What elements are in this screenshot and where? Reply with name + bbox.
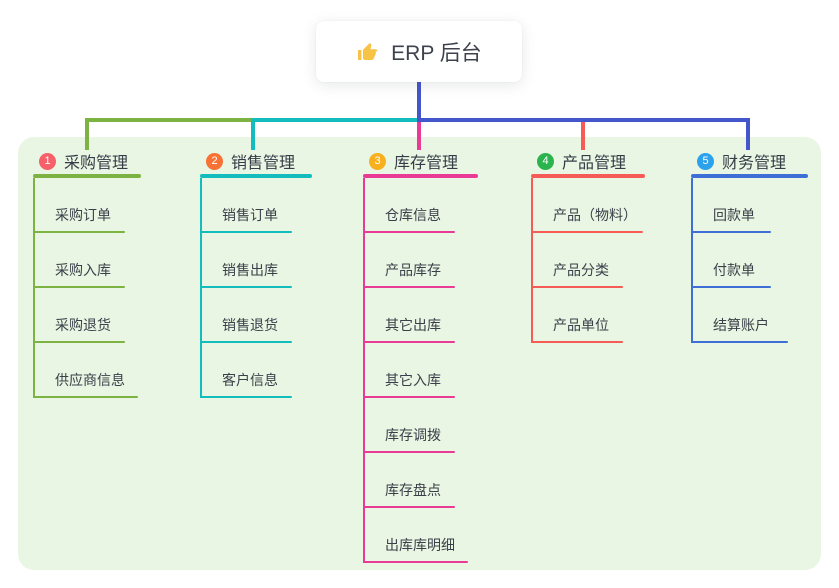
child-node[interactable]: 销售出库 <box>200 233 292 288</box>
child-label: 回款单 <box>713 207 755 223</box>
child-label: 其它出库 <box>385 317 441 333</box>
branch-product: 4 产品管理 产品（物料） 产品分类 产品单位 <box>531 148 645 343</box>
child-node[interactable]: 客户信息 <box>200 343 292 398</box>
connector-spine <box>33 178 35 398</box>
child-node[interactable]: 采购入库 <box>33 233 125 288</box>
child-label: 产品库存 <box>385 262 441 278</box>
child-node[interactable]: 其它出库 <box>363 288 455 343</box>
branch-title: 销售管理 <box>231 155 296 172</box>
branch-children: 产品（物料） 产品分类 产品单位 <box>531 178 645 343</box>
child-label: 出库库明细 <box>385 537 455 553</box>
branch-children: 采购订单 采购入库 采购退货 供应商信息 <box>33 178 141 398</box>
child-label: 产品（物料） <box>553 207 637 223</box>
child-node[interactable]: 销售退货 <box>200 288 292 343</box>
child-node[interactable]: 供应商信息 <box>33 343 138 398</box>
child-node[interactable]: 出库库明细 <box>363 508 468 563</box>
branch-topic-5[interactable]: 5 财务管理 <box>691 148 808 178</box>
child-node[interactable]: 结算账户 <box>691 288 788 343</box>
child-node[interactable]: 回款单 <box>691 178 771 233</box>
branch-finance: 5 财务管理 回款单 付款单 结算账户 <box>691 148 808 343</box>
branch-topic-1[interactable]: 1 采购管理 <box>33 148 141 178</box>
branch-number-badge: 4 <box>537 152 554 170</box>
child-label: 采购订单 <box>55 207 111 223</box>
branch-number-badge: 1 <box>39 152 56 170</box>
child-node[interactable]: 产品库存 <box>363 233 455 288</box>
child-label: 其它入库 <box>385 372 441 388</box>
child-label: 采购入库 <box>55 262 111 278</box>
child-label: 库存调拨 <box>385 427 441 443</box>
child-node[interactable]: 采购退货 <box>33 288 125 343</box>
child-label: 产品单位 <box>553 317 609 333</box>
child-label: 产品分类 <box>553 262 609 278</box>
branch-procurement: 1 采购管理 采购订单 采购入库 采购退货 供应商信息 <box>33 148 141 398</box>
child-label: 供应商信息 <box>55 372 125 388</box>
connector-spine <box>200 178 202 398</box>
child-node[interactable]: 其它入库 <box>363 343 455 398</box>
child-node[interactable]: 库存盘点 <box>363 453 455 508</box>
branch-children: 仓库信息 产品库存 其它出库 其它入库 库存调拨 库存盘点 出库库明细 <box>363 178 478 563</box>
root-title: ERP 后台 <box>391 41 482 65</box>
child-label: 付款单 <box>713 262 755 278</box>
child-node[interactable]: 产品（物料） <box>531 178 643 233</box>
child-node[interactable]: 产品分类 <box>531 233 623 288</box>
branch-topic-2[interactable]: 2 销售管理 <box>200 148 312 178</box>
child-node[interactable]: 付款单 <box>691 233 771 288</box>
child-label: 结算账户 <box>713 317 769 333</box>
thumbs-up-icon <box>356 40 380 64</box>
child-label: 销售出库 <box>222 262 278 278</box>
connector-spine <box>363 178 365 563</box>
branch-title: 产品管理 <box>562 155 627 172</box>
branch-title: 财务管理 <box>722 155 787 172</box>
branch-children: 销售订单 销售出库 销售退货 客户信息 <box>200 178 312 398</box>
branch-inventory: 3 库存管理 仓库信息 产品库存 其它出库 其它入库 库存调拨 库存盘点 出库库… <box>363 148 478 563</box>
child-label: 仓库信息 <box>385 207 441 223</box>
connector-spine <box>531 178 533 343</box>
branch-title: 库存管理 <box>394 155 459 172</box>
branch-number-badge: 3 <box>369 152 386 170</box>
branch-topic-4[interactable]: 4 产品管理 <box>531 148 645 178</box>
branch-topic-3[interactable]: 3 库存管理 <box>363 148 478 178</box>
branch-children: 回款单 付款单 结算账户 <box>691 178 808 343</box>
child-label: 销售退货 <box>222 317 278 333</box>
child-label: 销售订单 <box>222 207 278 223</box>
branch-number-badge: 5 <box>697 152 714 170</box>
child-label: 客户信息 <box>222 372 278 388</box>
connector-spine <box>691 178 693 343</box>
child-node[interactable]: 库存调拨 <box>363 398 455 453</box>
root-node[interactable]: ERP 后台 <box>316 21 522 82</box>
child-node[interactable]: 销售订单 <box>200 178 292 233</box>
child-label: 库存盘点 <box>385 482 441 498</box>
child-node[interactable]: 采购订单 <box>33 178 125 233</box>
child-node[interactable]: 仓库信息 <box>363 178 455 233</box>
branch-sales: 2 销售管理 销售订单 销售出库 销售退货 客户信息 <box>200 148 312 398</box>
child-label: 采购退货 <box>55 317 111 333</box>
branch-title: 采购管理 <box>64 155 129 172</box>
background-panel <box>18 137 821 570</box>
child-node[interactable]: 产品单位 <box>531 288 623 343</box>
branch-number-badge: 2 <box>206 152 223 170</box>
